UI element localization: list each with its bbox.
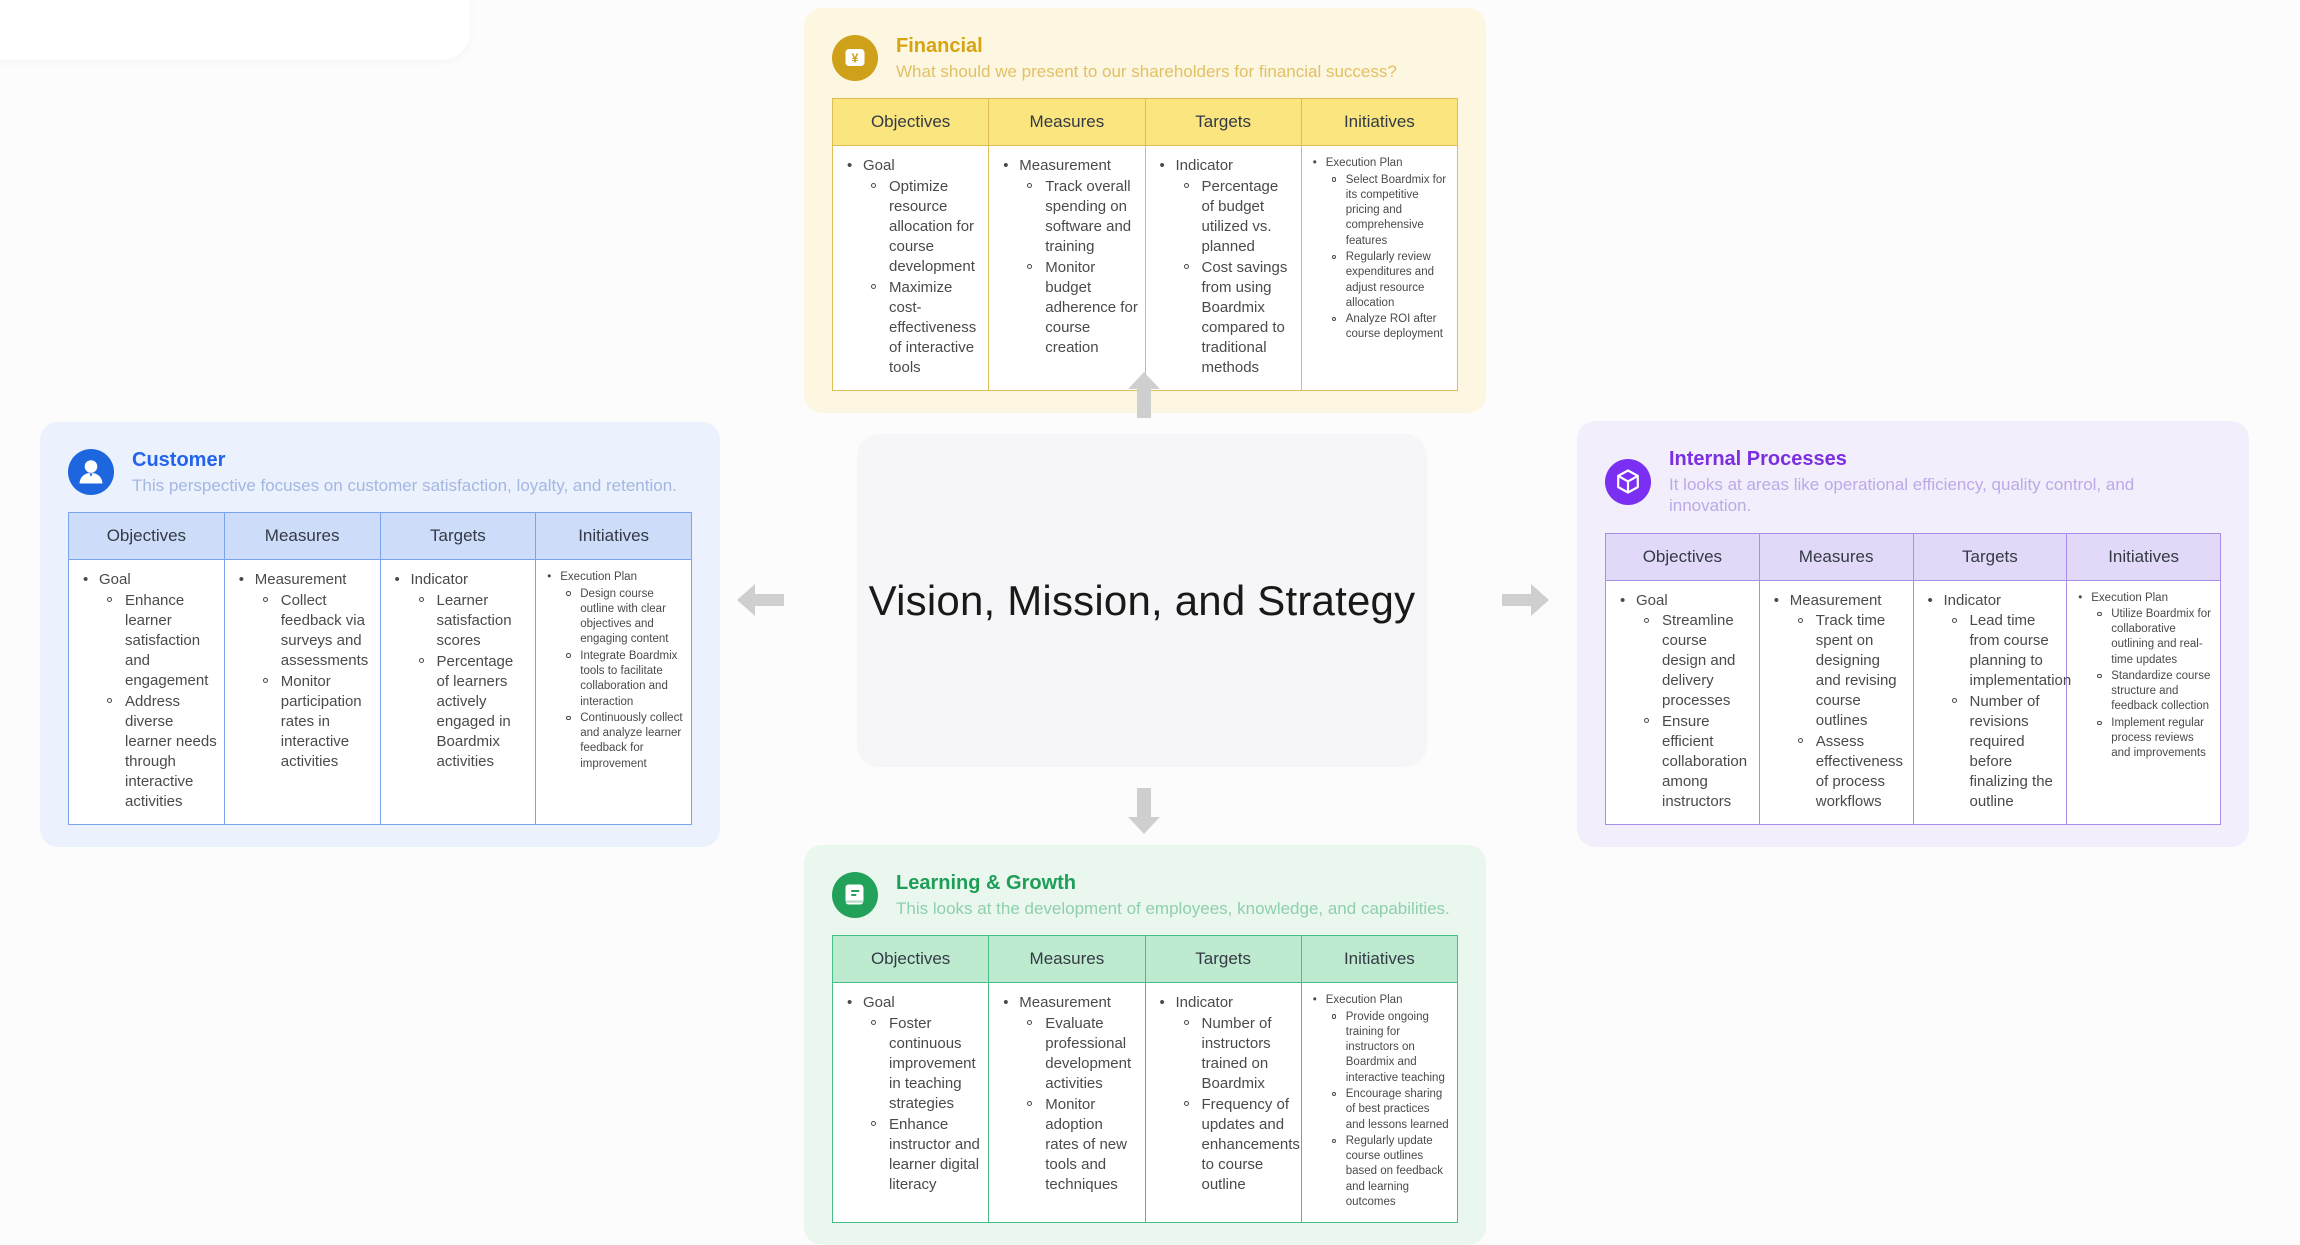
financial-title: Financial	[896, 35, 983, 57]
table-header-row: Objectives Measures Targets Initiatives	[1605, 532, 2221, 581]
table-header-row: Objectives Measures Targets Initiatives	[831, 98, 1459, 147]
col-header-targets: Targets	[1144, 98, 1302, 147]
col-header-initiatives: Initiatives	[1300, 935, 1459, 984]
financial-header: ¥ Financial What should we present to ou…	[832, 34, 1458, 82]
col-header-measures: Measures	[223, 512, 381, 561]
internal-processes-subtitle: It looks at areas like operational effic…	[1669, 475, 2135, 516]
vision-mission-strategy-label: Vision, Mission, and Strategy	[868, 576, 1416, 624]
vision-mission-strategy-box[interactable]: Vision, Mission, and Strategy	[857, 434, 1427, 767]
svg-text:¥: ¥	[852, 52, 859, 66]
internal-processes-title: Internal Processes	[1669, 448, 1847, 470]
col-header-targets: Targets	[379, 512, 537, 561]
customer-header: Customer This perspective focuses on cus…	[68, 448, 692, 496]
col-header-objectives: Objectives	[831, 98, 990, 147]
financial-panel[interactable]: ¥ Financial What should we present to ou…	[804, 8, 1486, 413]
col-header-targets: Targets	[1144, 935, 1302, 984]
table-header-row: Objectives Measures Targets Initiatives	[68, 512, 692, 561]
financial-table: Objectives Measures Targets Initiatives …	[831, 98, 1459, 391]
internal-processes-panel[interactable]: Internal Processes It looks at areas lik…	[1577, 421, 2249, 847]
col-header-initiatives: Initiatives	[535, 512, 692, 561]
customer-table: Objectives Measures Targets Initiatives …	[68, 512, 692, 825]
customer-title: Customer	[132, 449, 226, 471]
customer-subtitle: This perspective focuses on customer sat…	[132, 476, 677, 495]
col-header-objectives: Objectives	[831, 935, 990, 984]
col-header-objectives: Objectives	[1605, 532, 1760, 581]
table-header-row: Objectives Measures Targets Initiatives	[831, 935, 1459, 984]
learning-growth-header: Learning & Growth This looks at the deve…	[832, 871, 1458, 919]
book-icon	[832, 872, 878, 919]
cube-icon	[1605, 458, 1651, 505]
learning-growth-table: Objectives Measures Targets Initiatives …	[831, 935, 1459, 1224]
col-header-measures: Measures	[988, 98, 1146, 147]
internal-processes-header: Internal Processes It looks at areas lik…	[1605, 447, 2221, 517]
canvas-corner	[0, 0, 470, 60]
col-header-measures: Measures	[1758, 532, 1914, 581]
learning-growth-title: Learning & Growth	[896, 872, 1076, 894]
col-header-targets: Targets	[1912, 532, 2068, 581]
col-header-measures: Measures	[988, 935, 1146, 984]
internal-processes-table: Objectives Measures Targets Initiatives …	[1605, 532, 2221, 825]
col-header-initiatives: Initiatives	[2066, 532, 2221, 581]
col-header-objectives: Objectives	[68, 512, 225, 561]
arrow-right-icon[interactable]	[1502, 584, 1549, 616]
financial-subtitle: What should we present to our shareholde…	[896, 62, 1397, 81]
arrow-up-icon[interactable]	[1128, 372, 1160, 418]
arrow-left-icon[interactable]	[737, 584, 784, 616]
learning-growth-panel[interactable]: Learning & Growth This looks at the deve…	[804, 845, 1486, 1245]
learning-growth-subtitle: This looks at the development of employe…	[896, 899, 1450, 918]
arrow-down-icon[interactable]	[1128, 788, 1160, 834]
col-header-initiatives: Initiatives	[1300, 98, 1459, 147]
user-icon	[68, 449, 114, 496]
customer-panel[interactable]: Customer This perspective focuses on cus…	[40, 422, 720, 847]
yen-badge-icon: ¥	[832, 35, 878, 82]
